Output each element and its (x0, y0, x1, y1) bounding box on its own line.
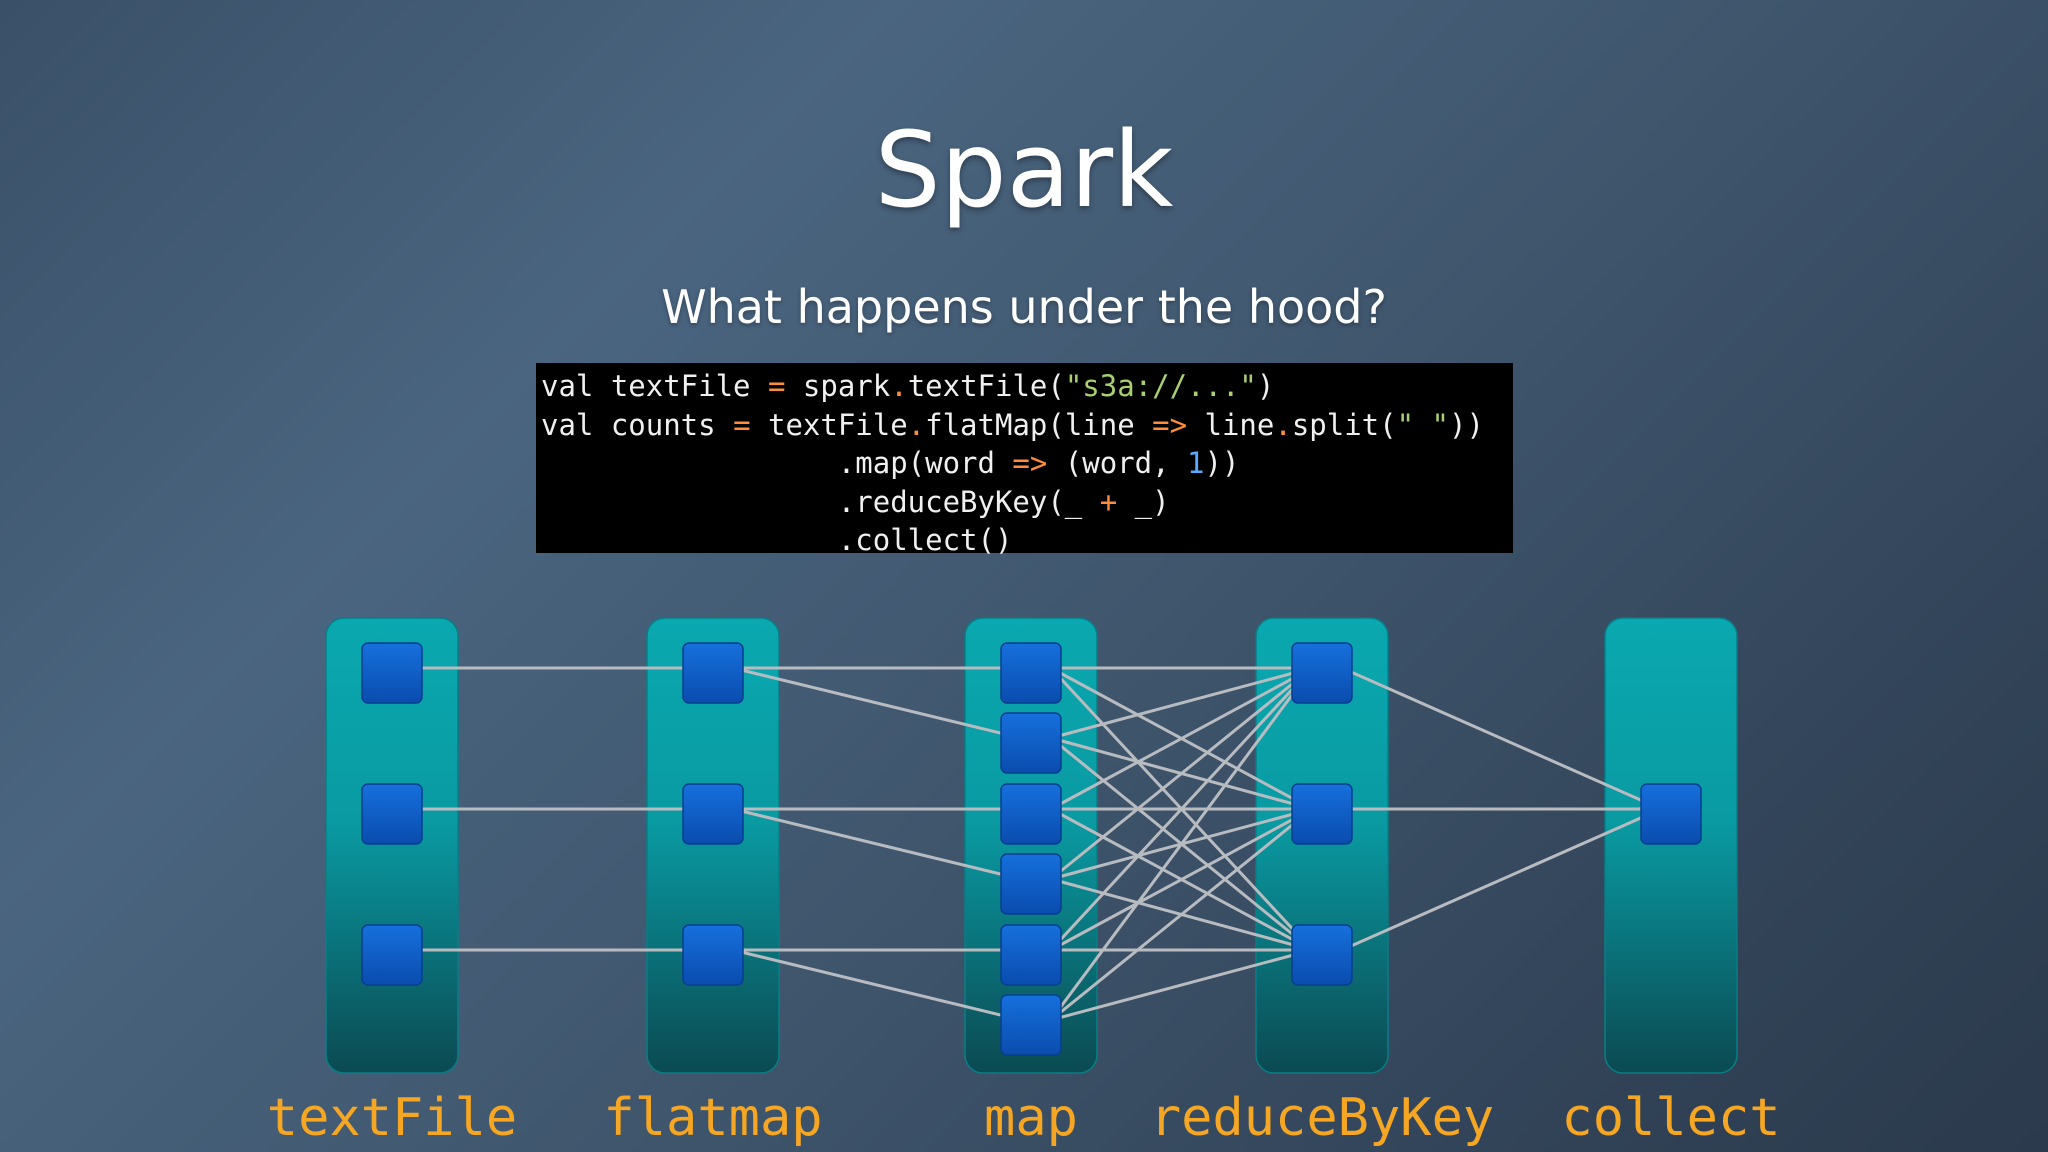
code-token: . (890, 369, 908, 403)
code-token: "s3a://..." (1064, 369, 1257, 403)
partition-flatmap-2 (682, 783, 744, 845)
slide-subtitle: What happens under the hood? (661, 280, 1387, 334)
code-token: . (1274, 407, 1292, 442)
stage-label-collect: collect (1561, 1088, 1781, 1148)
code-token: textFile (750, 407, 908, 442)
partition-map-6 (1000, 994, 1062, 1056)
code-token: )) (1204, 446, 1240, 480)
code-token: ) (1256, 369, 1275, 403)
code-token: .map(word (541, 446, 1013, 480)
code-token: .reduceByKey(_ (541, 484, 1100, 519)
arrow-map-to-reducebykey (1050, 662, 1315, 740)
arrow-flatmap-to-map (732, 948, 1024, 1026)
stage-column-collect (1604, 617, 1738, 1074)
stage-label-reducebykey: reduceByKey (1149, 1088, 1495, 1148)
code-snippet: val textFile = spark.textFile("s3a://...… (536, 363, 1513, 557)
arrow-map-to-reducebykey (1050, 666, 1314, 811)
code-token: => (1012, 446, 1048, 480)
partition-flatmap-1 (682, 642, 744, 704)
partition-collect-1 (1640, 783, 1702, 845)
partition-reducebykey-3 (1291, 924, 1353, 986)
code-token: )) (1448, 407, 1484, 442)
stage-label-textfile: textFile (266, 1088, 518, 1148)
code-token: = (733, 407, 751, 442)
code-token: val textFile (541, 369, 768, 403)
stage-label-flatmap: flatmap (603, 1088, 823, 1148)
partition-textfile-3 (361, 924, 423, 986)
code-token: . (907, 407, 926, 442)
code-line: val counts = textFile.flatMap(line => li… (541, 406, 1513, 445)
code-token: spark (785, 369, 891, 403)
partition-flatmap-3 (682, 924, 744, 986)
code-token: + (1099, 484, 1118, 519)
partition-textfile-2 (361, 783, 423, 845)
arrow-map-to-reducebykey (1050, 944, 1315, 1022)
arrow-reducebykey-to-collect (1341, 666, 1663, 811)
slide-title: Spark (874, 109, 1174, 231)
code-token: (word, (1047, 446, 1188, 480)
partition-map-1 (1000, 642, 1062, 704)
arrow-flatmap-to-map (732, 807, 1024, 885)
code-token: _) (1117, 484, 1170, 519)
code-token: val counts (541, 407, 734, 442)
code-token: flatMap(line (925, 407, 1153, 442)
stage-column-reducebykey (1255, 617, 1389, 1074)
partition-textfile-1 (361, 642, 423, 704)
partition-map-2 (1000, 712, 1062, 774)
stage-label-map: map (984, 1088, 1078, 1148)
code-line: .reduceByKey(_ + _) (541, 483, 1513, 522)
partition-map-5 (1000, 924, 1062, 986)
partition-reducebykey-1 (1291, 642, 1353, 704)
code-token: textFile( (907, 369, 1065, 403)
code-token: => (1152, 407, 1188, 442)
code-token: line (1187, 407, 1275, 442)
arrow-reducebykey-to-collect (1341, 807, 1663, 952)
code-token: 1 (1187, 446, 1205, 480)
arrow-map-to-reducebykey (1050, 666, 1314, 881)
stage-column-textfile (325, 617, 459, 1074)
code-line: val textFile = spark.textFile("s3a://...… (541, 367, 1513, 406)
code-token: = (767, 369, 786, 403)
code-token: split( (1291, 407, 1397, 442)
partition-map-4 (1000, 853, 1062, 915)
partition-reducebykey-2 (1291, 783, 1353, 845)
code-token: .collect() (541, 523, 1013, 557)
code-line: .map(word => (word, 1)) (541, 444, 1513, 483)
partition-map-3 (1000, 783, 1062, 845)
arrow-map-to-reducebykey (1050, 807, 1314, 1022)
arrow-map-to-reducebykey (1050, 807, 1314, 952)
code-token: " " (1396, 407, 1449, 442)
arrow-flatmap-to-map (732, 666, 1024, 744)
code-line: .collect() (541, 521, 1513, 560)
stage-column-flatmap (646, 617, 780, 1074)
arrow-map-to-reducebykey (1049, 666, 1314, 952)
arrow-map-to-reducebykey (1049, 666, 1314, 1021)
